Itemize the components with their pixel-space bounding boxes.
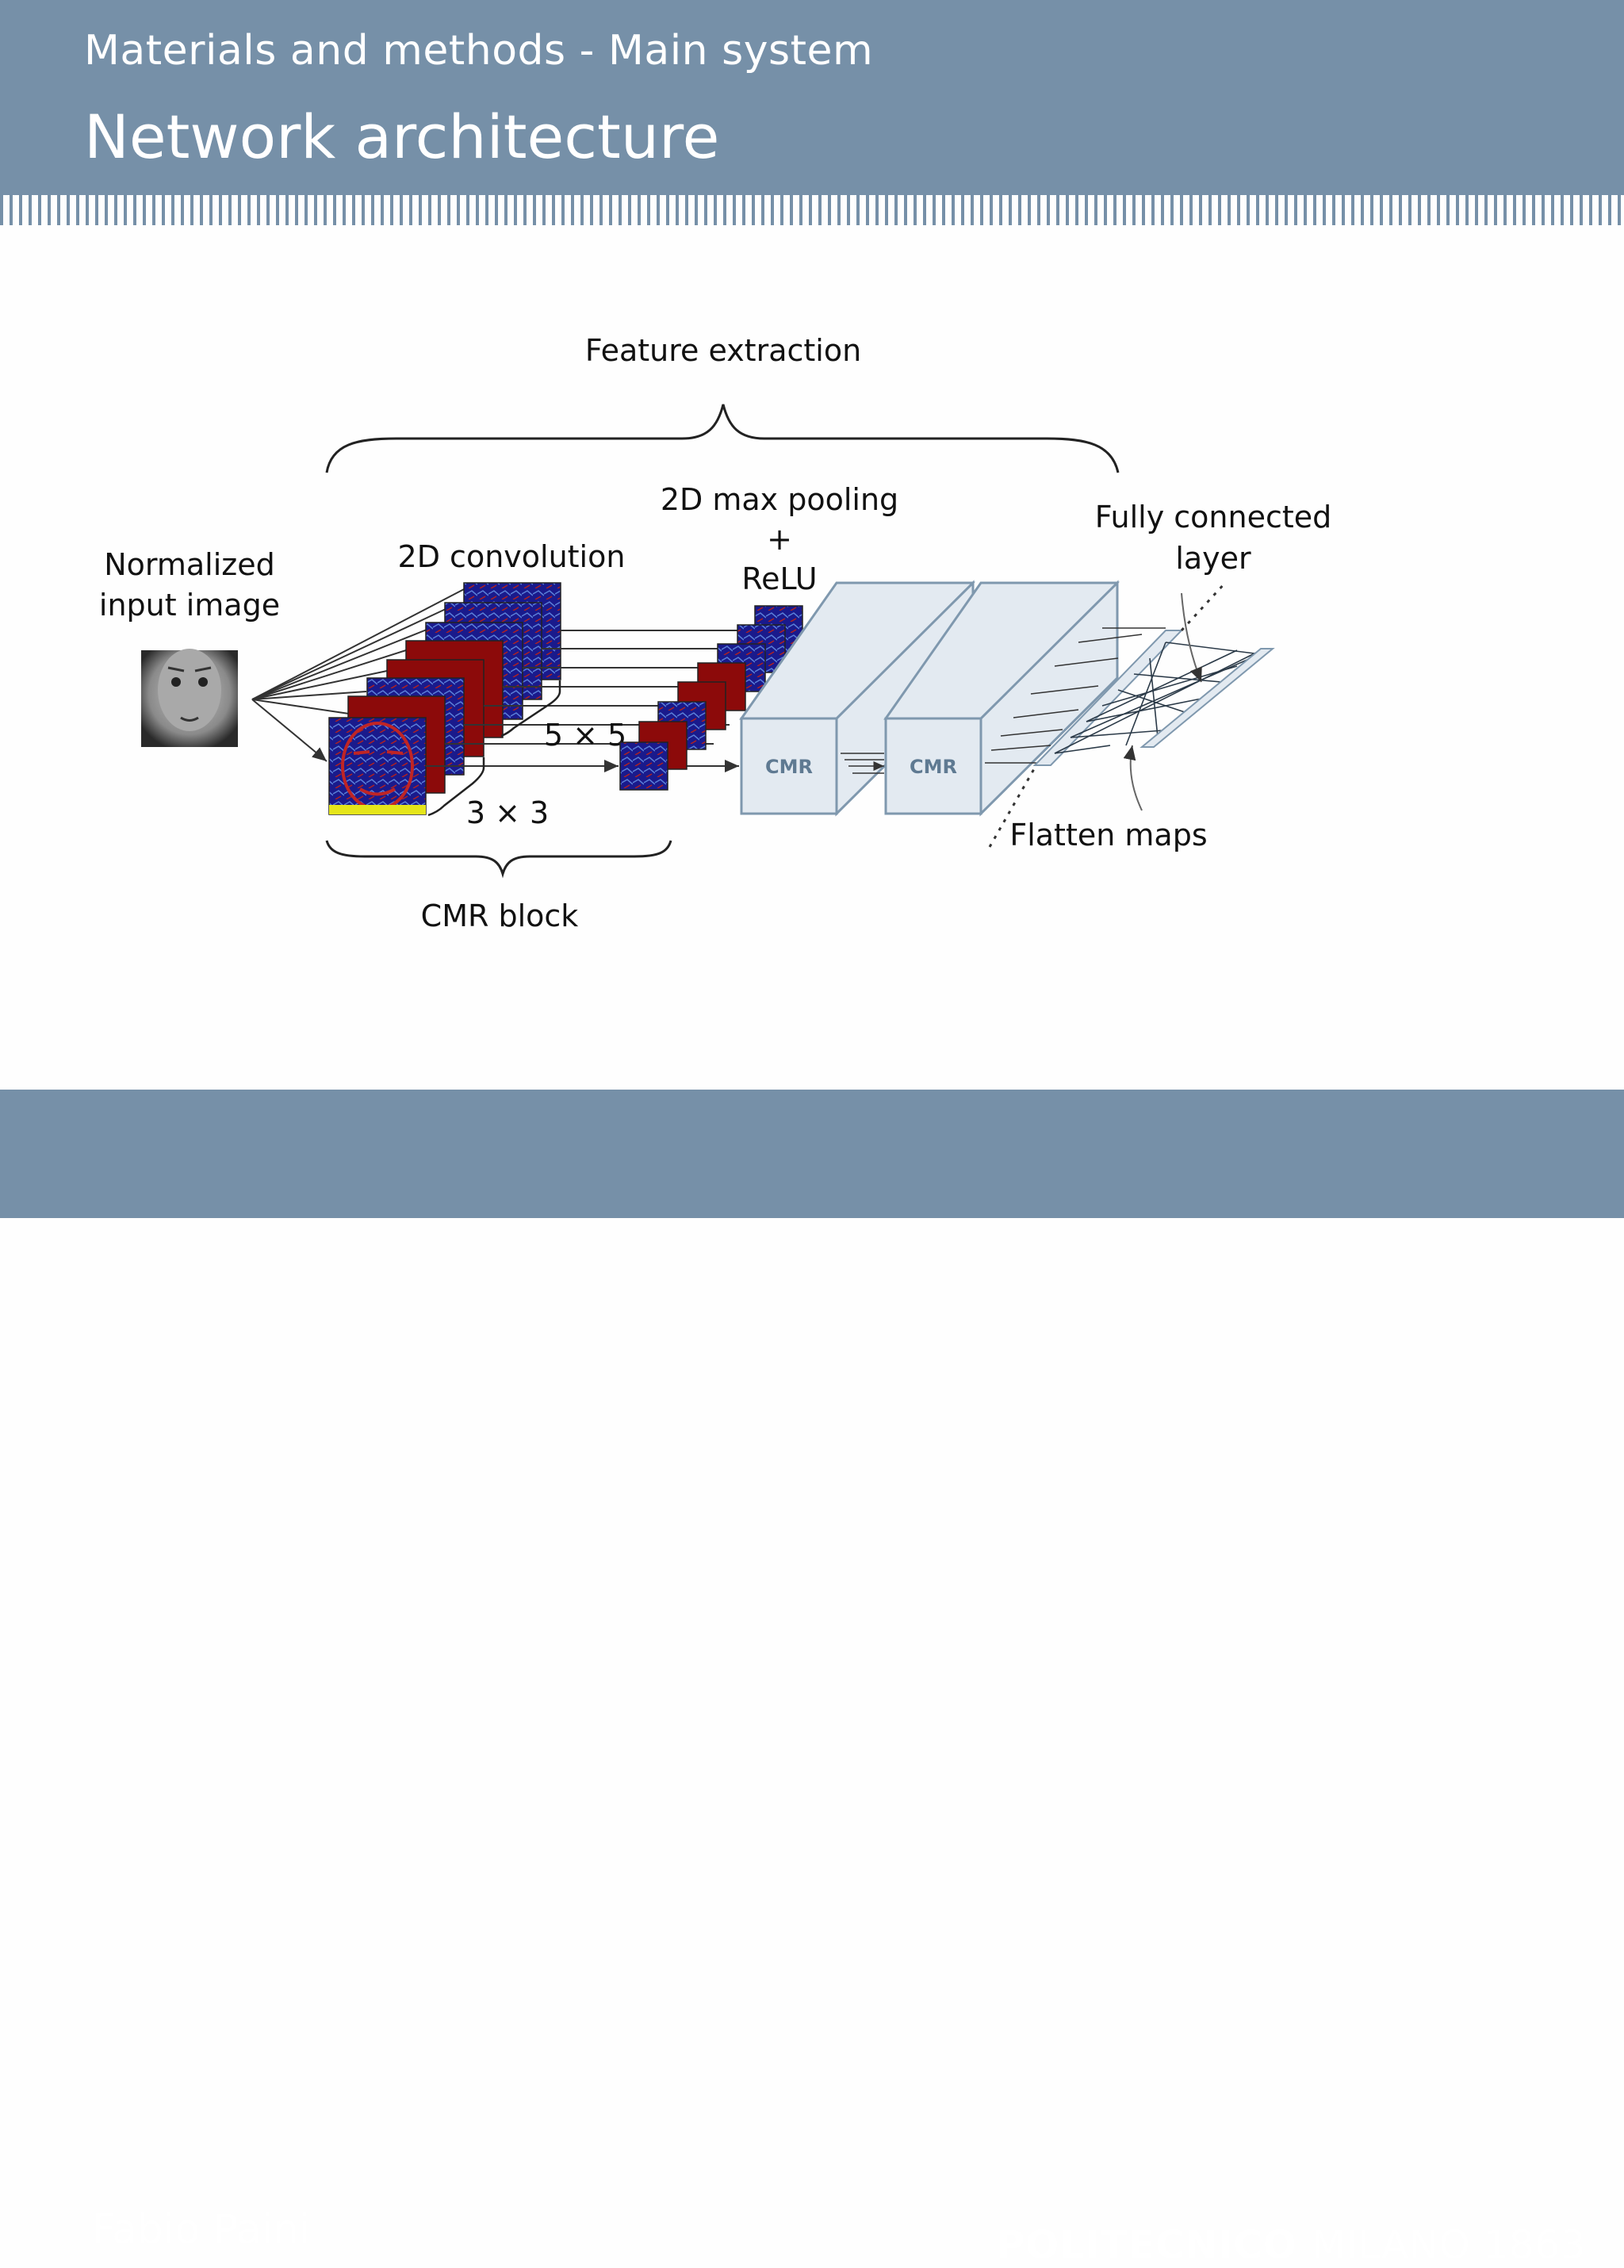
conv-label: 2D convolution: [398, 539, 626, 574]
fc-pointer-arrow: [1181, 592, 1202, 683]
footer-banner: Fabio Paini POLITECNICO MILANO 1863: [0, 1090, 1624, 2268]
flatten-label: Flatten maps: [1009, 818, 1207, 852]
flatten-dotted-extension: [988, 581, 1227, 848]
institution-logo-text: POLITECNICO MILANO 1863: [996, 2222, 1586, 2268]
cmr-box-1-label: CMR: [765, 756, 813, 778]
header-banner: Materials and methods - Main system Netw…: [0, 0, 1624, 195]
fc-label-line2: layer: [1175, 541, 1251, 576]
kernel-5x5-label: 5 × 5: [544, 718, 626, 753]
pool-label-line3: ReLU: [741, 561, 817, 596]
flatten-pointer-arrow: [1123, 745, 1143, 811]
input-label-line2: input image: [99, 588, 280, 623]
section-title: Materials and methods - Main system: [84, 27, 874, 75]
pooled-feature-maps: [619, 605, 803, 791]
cmr-block-brace: [325, 840, 672, 879]
conv-feature-maps: [328, 582, 561, 815]
input-to-conv-arrows: [251, 588, 466, 762]
author-name: Fabio Paini: [92, 2206, 311, 2254]
tick-divider: [0, 195, 1624, 225]
fully-connected-mesh: [1054, 642, 1270, 754]
flatten-connectors: [985, 627, 1166, 764]
pool-label-line2: +: [767, 522, 792, 557]
input-label-line1: Normalized: [104, 547, 275, 582]
fc-output-layer: [1139, 648, 1275, 748]
network-architecture-diagram: Feature extraction Normalized input imag…: [99, 333, 1332, 933]
cmr-connectors: [841, 753, 884, 774]
cmr-block-label: CMR block: [421, 898, 579, 933]
kernel-3x3-label: 3 × 3: [466, 795, 549, 830]
cmr-box-2-label: CMR: [910, 756, 957, 778]
feature-extraction-label: Feature extraction: [585, 333, 861, 368]
pool-label-line1: 2D max pooling: [661, 482, 898, 517]
input-face-image: [141, 649, 238, 747]
kernel-3x3-brace: [427, 757, 485, 817]
institution-rest: MILANO 1863: [1311, 2222, 1586, 2268]
slide-title: Network architecture: [84, 102, 720, 172]
institution-bold: POLITECNICO: [995, 2222, 1297, 2268]
kernel-5x5-brace: [500, 680, 561, 737]
fc-label-line1: Fully connected: [1095, 500, 1332, 534]
cmr-box-2: [883, 580, 1120, 817]
feature-extraction-brace: [325, 404, 1120, 473]
